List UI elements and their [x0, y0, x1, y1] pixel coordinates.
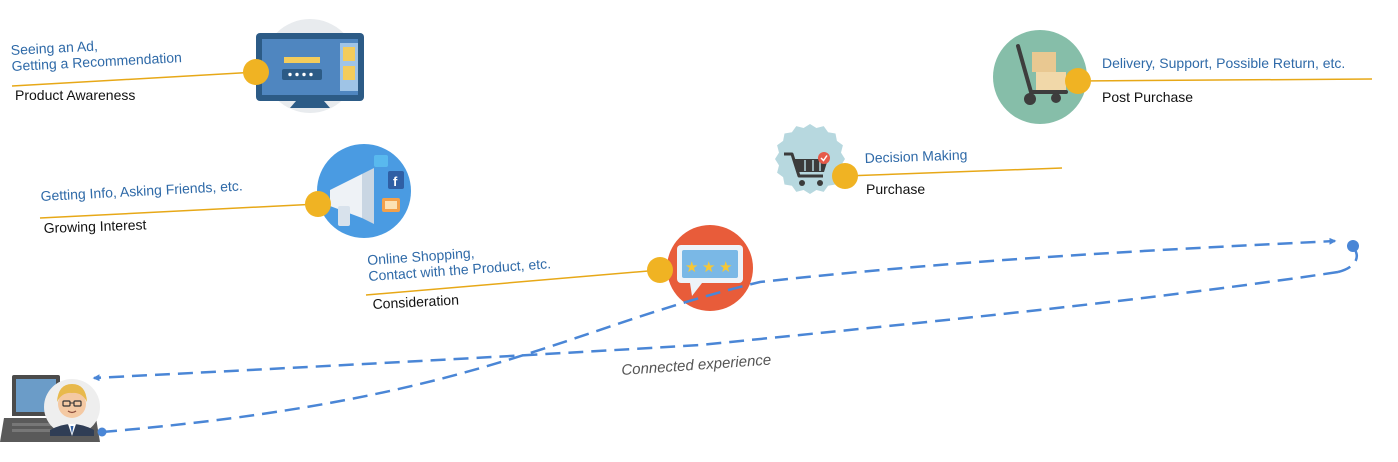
customer-laptop-icon [0, 375, 100, 442]
svg-text:f: f [393, 174, 398, 189]
awareness-connector [11, 71, 259, 87]
svg-text:★: ★ [702, 258, 715, 276]
consideration-connector [365, 269, 661, 296]
loop-outbound-path [101, 237, 1337, 434]
hand-truck-icon [993, 30, 1091, 124]
connected-experience-path [92, 237, 1359, 437]
post-purchase-stage-label: Post Purchase [1102, 89, 1194, 105]
awareness-stage-label: Product Awareness [15, 87, 136, 103]
loop-start-dot [97, 427, 107, 437]
loop-turn-dot [1347, 240, 1359, 252]
loop-return-path [92, 270, 1339, 382]
megaphone-social-icon: f [305, 144, 411, 238]
shopping-cart-icon [775, 124, 858, 194]
post-purchase-description: Delivery, Support, Possible Return, etc. [1102, 55, 1346, 71]
purchase-stage-label: Purchase [866, 181, 926, 197]
monitor-ad-icon [243, 19, 364, 113]
svg-text:★: ★ [685, 258, 698, 276]
svg-text:★: ★ [719, 258, 732, 276]
post-purchase-connector [1077, 78, 1373, 82]
review-stars-icon: ★ ★ ★ [647, 225, 753, 311]
interest-connector [39, 203, 319, 219]
purchase-connector [844, 167, 1063, 177]
